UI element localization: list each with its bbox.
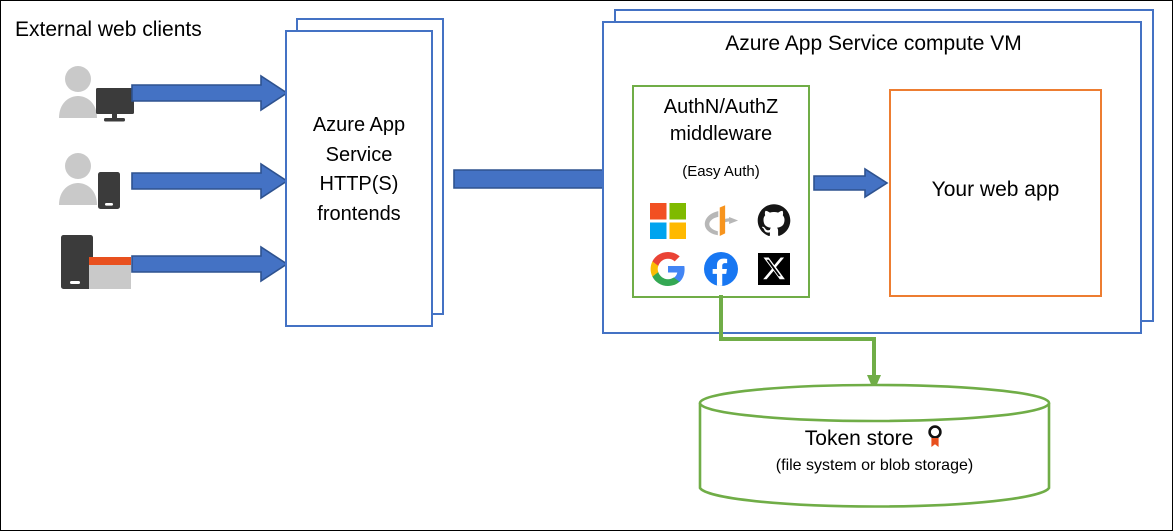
- x-twitter-icon[interactable]: [756, 251, 792, 287]
- your-web-app-box[interactable]: [889, 89, 1102, 297]
- middleware-title-line-1: AuthN/AuthZ: [663, 96, 779, 118]
- award-badge-icon: [926, 425, 944, 455]
- token-store-title: Token store: [698, 425, 1051, 455]
- token-store-subtitle: (file system or blob storage): [775, 457, 974, 474]
- your-web-app-label: Your web app: [931, 178, 1060, 201]
- middleware-title-line-2: middleware: [669, 122, 773, 145]
- frontends-label-line-2: Service: [325, 143, 393, 166]
- middleware-subtitle: (Easy Auth): [682, 163, 760, 180]
- compute-vm-title: Azure App Service compute VM: [725, 32, 1022, 55]
- frontends-box[interactable]: [285, 30, 433, 327]
- github-icon[interactable]: [756, 203, 792, 239]
- identity-provider-grid: [642, 197, 800, 293]
- client-icon-desktop-user: [56, 64, 136, 124]
- external-clients-heading: External web clients: [15, 18, 202, 41]
- client-icon-tablet-device: [59, 233, 134, 291]
- arrow-client-1-to-frontends: [131, 74, 289, 112]
- token-store-cylinder[interactable]: [698, 383, 1051, 508]
- google-icon[interactable]: [650, 251, 686, 287]
- token-store-title-text: Token store: [804, 427, 914, 450]
- frontends-label-line-4: frontends: [317, 202, 401, 225]
- arrow-client-3-to-frontends: [131, 245, 289, 283]
- arrow-client-2-to-frontends: [131, 162, 289, 200]
- facebook-icon[interactable]: [703, 251, 739, 287]
- frontends-label-line-3: HTTP(S): [319, 173, 399, 196]
- frontends-label-line-1: Azure App: [312, 114, 406, 136]
- frontends-label: Azure App Service HTTP(S) frontends: [285, 111, 433, 229]
- client-icon-mobile-user: [56, 151, 128, 211]
- connector-middleware-to-token-store: [691, 295, 921, 393]
- middleware-title: AuthN/AuthZ middleware: [632, 94, 810, 147]
- openid-connect-icon[interactable]: [703, 203, 739, 239]
- microsoft-icon[interactable]: [650, 203, 687, 239]
- arrow-middleware-to-webapp: [813, 167, 889, 199]
